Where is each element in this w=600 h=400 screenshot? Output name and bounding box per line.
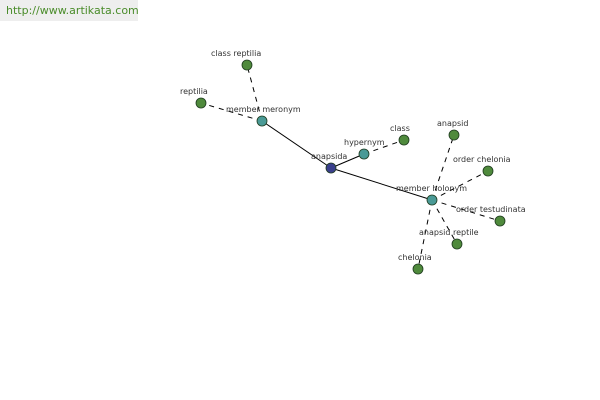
node-label-order-chelonia[interactable]: order chelonia [453,155,511,164]
node-anapsida[interactable] [325,162,337,174]
node-label-order-testudinata[interactable]: order testudinata [456,205,526,214]
node-label-member-holonym[interactable]: member holonym [396,184,467,193]
node-label-member-meronym[interactable]: member meronym [226,105,301,114]
edge-member-holonym-order-testudinata [431,199,501,222]
edge-member-meronym-reptilia [200,102,263,122]
watermark-banner: http://www.artikata.com [0,0,139,21]
node-class-reptilia[interactable] [241,59,253,71]
node-label-anapsid-reptile[interactable]: anapsid reptile [419,228,479,237]
node-reptilia[interactable] [195,97,207,109]
watermark-link[interactable]: http://www.artikata.com [6,4,139,17]
node-label-anapsid[interactable]: anapsid [437,119,468,128]
node-member-meronym[interactable] [256,115,268,127]
edge-anapsida-member-meronym [261,120,332,169]
node-chelonia[interactable] [412,263,424,275]
edge-member-holonym-anapsid [431,134,455,201]
node-label-class[interactable]: class [390,124,410,133]
node-label-chelonia[interactable]: chelonia [398,253,432,262]
edge-member-holonym-chelonia [417,199,433,270]
node-order-chelonia[interactable] [482,165,494,177]
edge-anapsida-member-holonym [330,167,433,201]
node-order-testudinata[interactable] [494,215,506,227]
node-class[interactable] [398,134,410,146]
node-anapsid[interactable] [448,129,460,141]
node-label-reptilia[interactable]: reptilia [180,87,208,96]
graph-nodes [195,59,506,275]
node-hypernym[interactable] [358,148,370,160]
edge-member-holonym-order-chelonia [431,170,489,201]
node-label-anapsida[interactable]: anapsida [311,152,347,161]
edge-anapsida-hypernym [330,153,365,169]
edge-hypernym-class [363,139,405,155]
node-member-holonym[interactable] [426,194,438,206]
node-label-hypernym[interactable]: hypernym [344,138,385,147]
graph-labels: anapsida member meronym hypernym member hol… [180,49,526,262]
edge-member-holonym-anapsid-reptile [431,199,458,245]
node-anapsid-reptile[interactable] [451,238,463,250]
node-label-class-reptilia[interactable]: class reptilia [211,49,261,58]
graph-edges [200,64,501,270]
